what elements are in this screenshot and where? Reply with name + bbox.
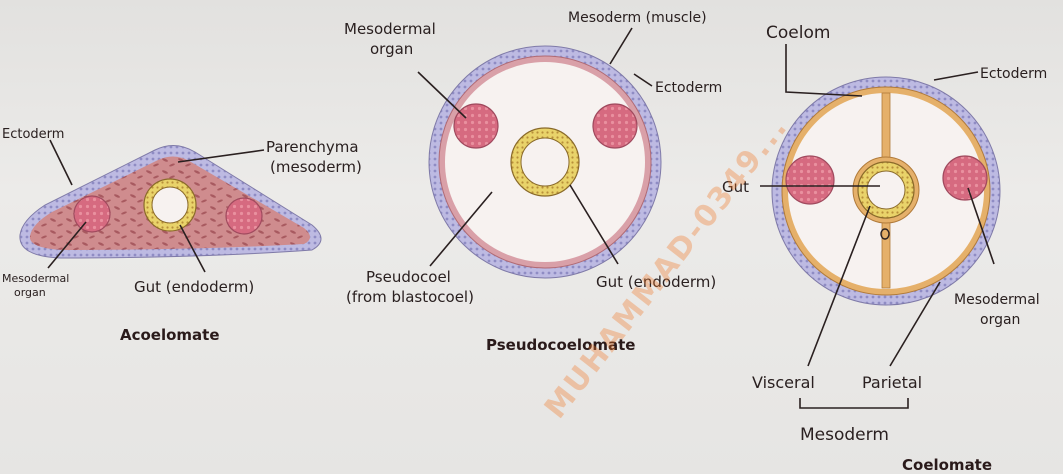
pseudo-pseudocoel-label: Pseudocoel [366,268,451,286]
pseudo-organ-left [454,104,498,148]
acoelomate-gut-label: Gut (endoderm) [134,278,254,296]
coel-coelom-label: Coelom [766,23,830,43]
pseudo-organ-label-1: Mesodermal [344,20,436,38]
coel-visceral-label: Visceral [752,373,815,392]
pseudocoelomate-figure [429,46,661,278]
coelomate-caption: Coelomate [902,456,992,474]
coel-ectoderm-label: Ectoderm [980,66,1047,82]
coelomate-figure [772,77,1000,305]
coel-gut-lumen [867,171,905,209]
acoelomate-gut-lumen [152,187,188,223]
pseudo-pseudocoel-sub-label: (from blastocoel) [346,288,474,306]
acoelomate-organ-label-2: organ [14,286,46,299]
pseudo-organ-right [593,104,637,148]
coel-organ-label-1: Mesodermal [954,292,1040,308]
coel-organ-left [786,156,834,204]
acoelomate-organ-left [74,196,110,232]
acoelomate-caption: Acoelomate [120,326,220,344]
acoelomate-organ-label-1: Mesodermal [2,272,69,285]
pseudo-muscle-label: Mesoderm (muscle) [568,10,707,26]
acoelomate-parenchyma-sub-label: (mesoderm) [270,158,362,176]
coel-organ-label-2: organ [980,312,1020,328]
acoelomate-organ-right [226,198,262,234]
coel-organ-right [943,156,987,200]
acoelomate-ectoderm-label: Ectoderm [2,127,64,142]
pseudo-gut-lumen [521,138,569,186]
coel-parietal-label: Parietal [862,373,922,392]
coel-mesoderm-label: Mesoderm [800,425,889,445]
acoelomate-parenchyma-label: Parenchyma [266,138,359,156]
coel-dorsal-mesentery [882,93,890,159]
pseudo-ectoderm-label: Ectoderm [655,80,722,96]
pseudo-organ-label-2: organ [370,40,413,58]
